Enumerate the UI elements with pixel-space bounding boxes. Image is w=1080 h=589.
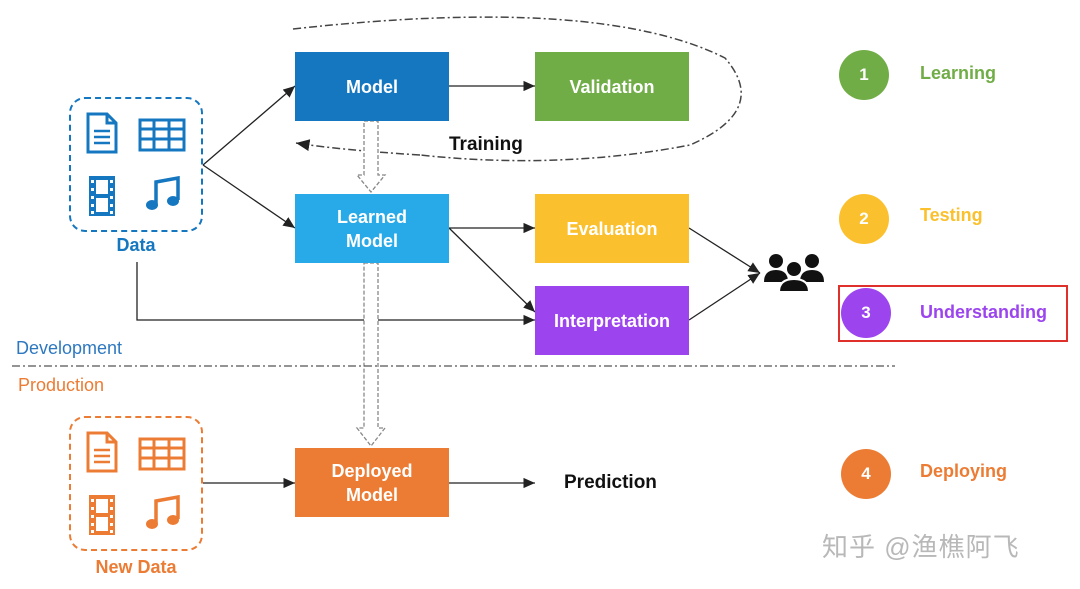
step-3-circle: 3	[841, 288, 891, 338]
step-4-number: 4	[861, 464, 871, 483]
new-data-group	[69, 416, 203, 551]
table-icon	[138, 437, 186, 471]
hollow-arrow-learned-deployed	[355, 262, 387, 448]
evaluation-box: Evaluation	[535, 194, 689, 263]
validation-label: Validation	[569, 76, 655, 97]
table-icon	[138, 118, 186, 152]
training-loop-return	[295, 139, 421, 156]
edge-learned-interpretation	[448, 227, 536, 313]
step-1-circle: 1	[839, 50, 889, 100]
new-data-label: New Data	[95, 557, 177, 577]
step-4-label: Deploying	[920, 461, 1008, 481]
data-group	[69, 97, 203, 232]
watermark: 知乎 @渔樵阿飞	[822, 532, 1020, 562]
film-icon	[89, 495, 115, 535]
edge-data-model	[202, 85, 296, 166]
document-icon	[86, 431, 118, 473]
step-3-label: Understanding	[920, 302, 1048, 322]
step-2-label: Testing	[920, 205, 983, 225]
step-1-number: 1	[859, 65, 869, 84]
learned-model-box: Learned Model	[295, 194, 449, 263]
deployed-model-label: Deployed Model	[331, 460, 413, 505]
development-label: Development	[16, 338, 123, 358]
edge-evaluation-people	[688, 227, 761, 274]
step-4-circle: 4	[841, 449, 891, 499]
step-2-number: 2	[859, 209, 869, 228]
model-label: Model	[346, 76, 398, 97]
document-icon	[86, 112, 118, 154]
evaluation-label: Evaluation	[566, 218, 658, 239]
understanding-highlight	[838, 285, 1068, 342]
deployed-model-box: Deployed Model	[295, 448, 449, 517]
step-3-number: 3	[861, 303, 871, 322]
learned-model-label: Learned Model	[336, 206, 408, 251]
validation-box: Validation	[535, 52, 689, 121]
training-loop	[292, 16, 742, 162]
interpretation-box: Interpretation	[535, 286, 689, 355]
prediction-label: Prediction	[564, 472, 657, 493]
edge-interpretation-people	[688, 272, 761, 321]
edge-data-interpretation	[136, 262, 535, 326]
hollow-arrow-model-learned	[355, 120, 387, 194]
edge-data-learned	[202, 164, 296, 229]
film-icon	[89, 176, 115, 216]
people-group-icon	[764, 254, 824, 292]
step-1-label: Learning	[920, 63, 997, 83]
music-note-icon	[146, 176, 180, 210]
production-label: Production	[18, 375, 105, 395]
model-box: Model	[295, 52, 449, 121]
data-label: Data	[116, 235, 156, 255]
music-note-icon	[146, 495, 180, 529]
step-2-circle: 2	[839, 194, 889, 244]
interpretation-label: Interpretation	[553, 310, 670, 331]
training-label: Training	[449, 134, 523, 155]
